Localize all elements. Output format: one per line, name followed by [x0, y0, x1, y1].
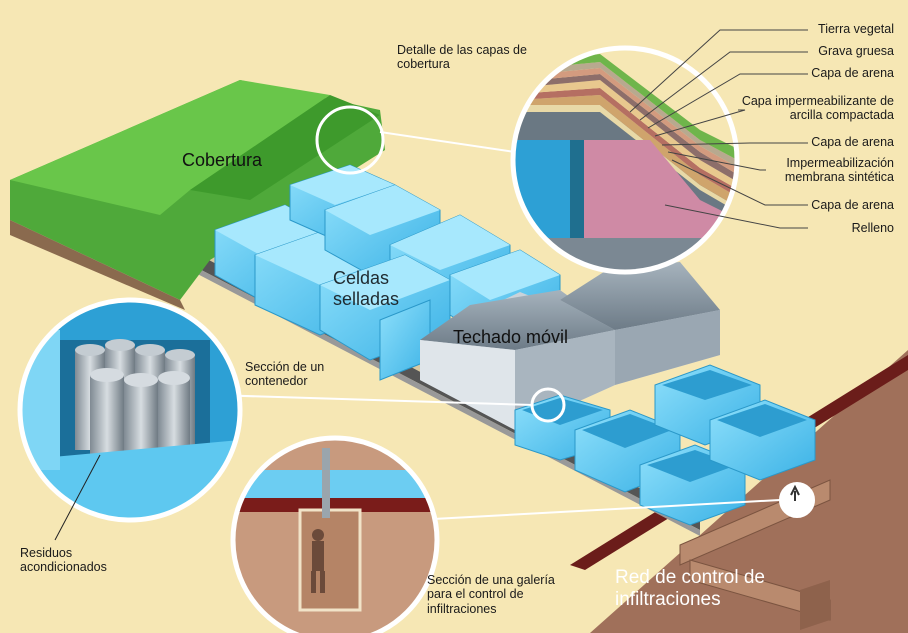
container-section-label: Sección de un contenedor [245, 360, 325, 389]
conditioned-waste-label: Residuos acondicionados [20, 546, 107, 575]
gallery-section-label: Sección de una galería para el control d… [427, 573, 555, 616]
magnifier-circle-icon [779, 482, 815, 518]
layer-leaders [629, 29, 808, 229]
sealed-cells [214, 164, 561, 381]
layer-label: Tierra vegetal [818, 22, 894, 36]
sealed-cells-label: Celdas selladas [333, 268, 400, 309]
layer-label: Capa de arena [811, 198, 894, 212]
layer-label: Impermeabilización membrana sintética [784, 156, 894, 185]
container-section-detail [17, 297, 243, 541]
moving-roof [420, 262, 720, 430]
cobertura-mound [10, 80, 385, 310]
gallery-section-detail [230, 435, 440, 633]
detail-caption: Detalle de las capas de cobertura [397, 43, 527, 72]
connector-lines [212, 131, 781, 521]
infiltration-network-label: Red de control de infiltraciones [615, 567, 765, 610]
layer-label: Capa impermeabilizante de arcilla compac… [741, 94, 894, 123]
layer-label: Capa de arena [811, 66, 894, 80]
cobertura-label: Cobertura [182, 150, 263, 170]
layer-label: Grava gruesa [818, 44, 894, 58]
moving-roof-label: Techado móvil [453, 327, 569, 347]
worker-figure-icon [311, 529, 325, 593]
cover-layers-detail [510, 45, 740, 275]
layer-label: Capa de arena [811, 135, 894, 149]
magnifier-circle-icon [315, 105, 385, 175]
layer-label: Relleno [851, 221, 894, 235]
